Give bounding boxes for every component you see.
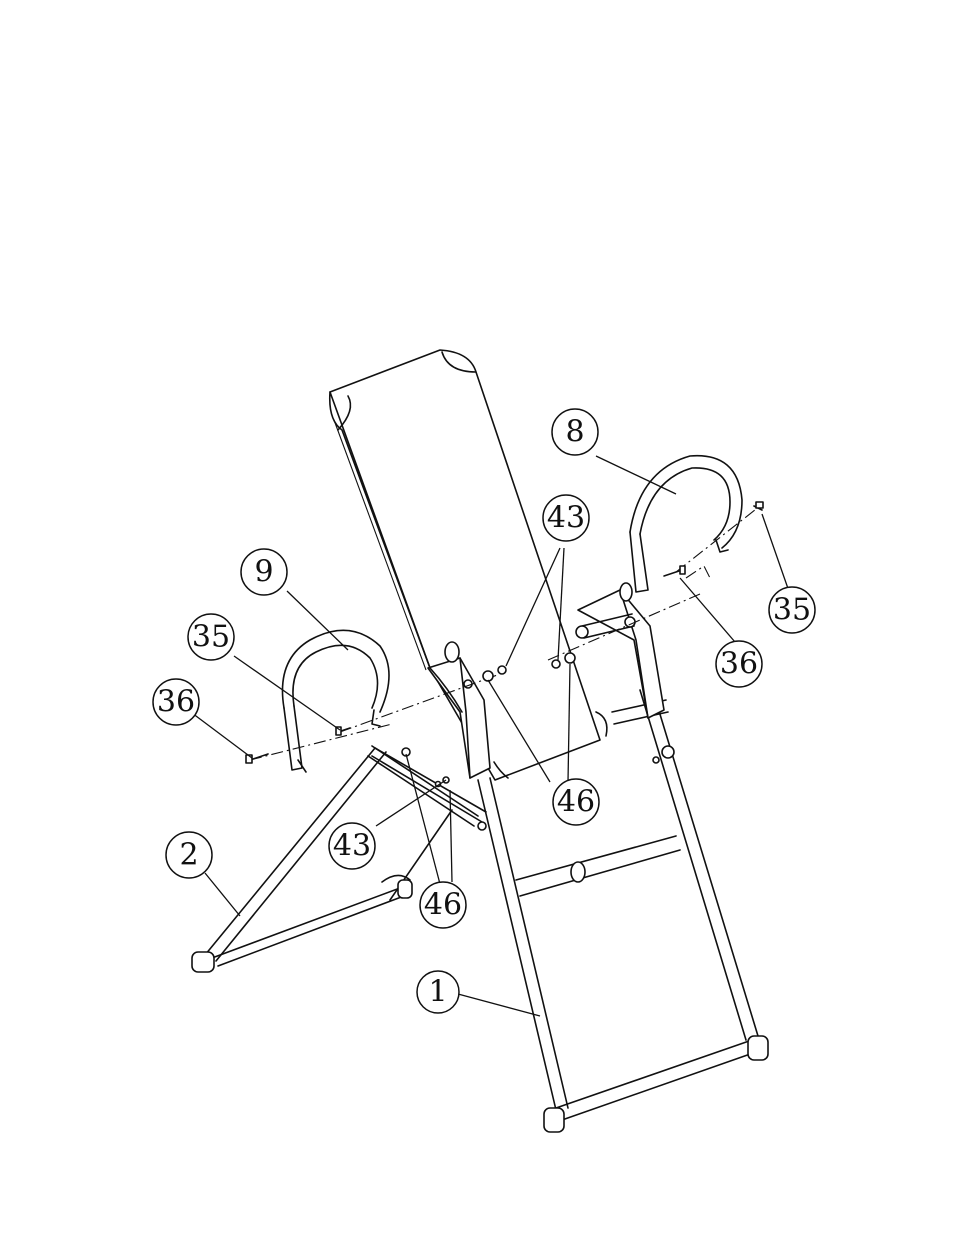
callout-43-top: 43 [543,495,589,541]
callout-8: 8 [552,409,598,455]
callout-36-right: 36 [716,641,762,687]
callout-36-left-label: 36 [157,685,195,720]
callout-46-bottom-label: 46 [424,888,462,923]
callout-2: 2 [166,832,212,878]
callout-46-center: 46 [553,779,599,825]
center-pivot-knob [571,862,585,882]
callout-36-left: 36 [153,679,199,725]
callout-43-bottom: 43 [329,823,375,869]
callout-35-left: 35 [188,614,234,660]
callout-46-bottom: 46 [420,882,466,928]
callout-35-left-label: 35 [192,620,230,655]
callout-36-right-label: 36 [720,647,758,682]
callout-35-right-label: 35 [773,593,811,628]
callout-1: 1 [417,971,459,1013]
callout-9-label: 9 [254,555,273,590]
callout-9: 9 [241,549,287,595]
rear-right-foot-cap [398,880,412,898]
callout-1-label: 1 [428,975,447,1010]
callout-35-right: 35 [769,587,815,633]
front-right-foot-cap [748,1036,768,1060]
callout-46-center-label: 46 [557,785,595,820]
callout-43-top-label: 43 [547,501,585,536]
callout-43-bottom-label: 43 [333,829,371,864]
callout-8-label: 8 [565,415,584,450]
rear-left-foot-cap [192,952,214,972]
right-handlebar [630,456,742,592]
front-left-foot-cap [544,1108,564,1132]
callout-2-label: 2 [179,838,198,873]
